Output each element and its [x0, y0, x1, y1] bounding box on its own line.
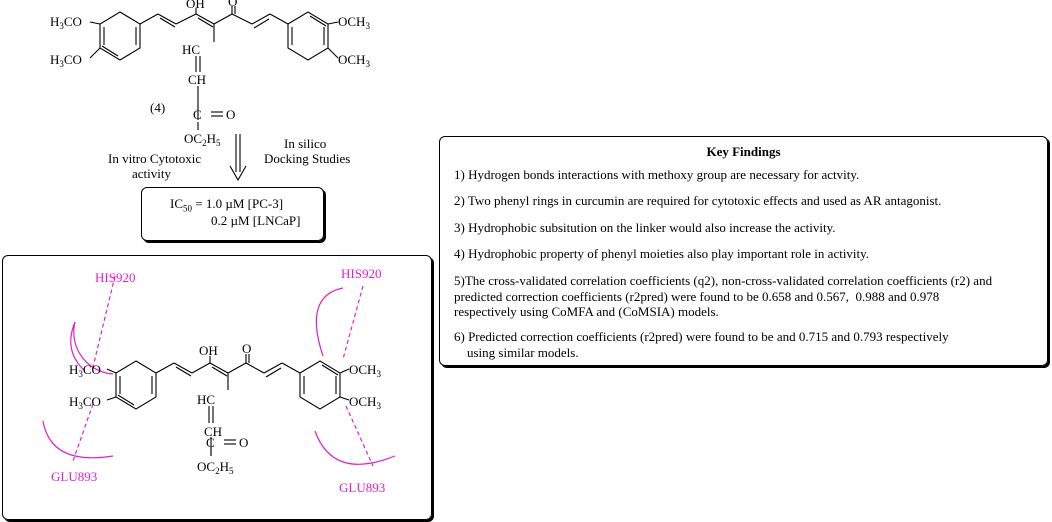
residue-glu893-left: GLU893: [51, 469, 98, 484]
oc2h5-label: OC2H5: [184, 131, 221, 148]
finding-2: 2) Two phenyl rings in curcumin are requ…: [454, 193, 942, 208]
finding-6: 6) Predicted correction coefficients (r2…: [454, 329, 949, 360]
method-in-silico: In silico: [284, 136, 327, 151]
compound-number: (4): [150, 100, 165, 115]
carbonyl-c-label: C: [206, 435, 215, 450]
hc-label: HC: [182, 42, 200, 57]
finding-3: 3) Hydrophobic subsitution on the linker…: [454, 220, 836, 235]
finding-5: 5)The cross-validated correlation coeffi…: [454, 273, 993, 319]
key-findings-box: Key Findings 1) Hydrogen bonds interacti…: [439, 136, 1048, 366]
h3co-label: H3CO: [50, 14, 82, 31]
docking-diagram-box: H3CO H3CO OCH3 OCH3 OH O HC CH C O OC2H5…: [2, 255, 432, 520]
method-docking: Docking Studies: [264, 151, 351, 166]
method-in-vitro-2: activity: [132, 166, 171, 181]
carbonyl-c-label: C: [193, 107, 202, 122]
oh-label: OH: [186, 0, 205, 11]
down-arrow-icon: [229, 134, 247, 182]
och3-label: OCH3: [349, 394, 381, 411]
ketone-o-label: O: [228, 0, 237, 9]
finding-1: 1) Hydrogen bonds interactions with meth…: [454, 167, 860, 182]
residue-his920-left: HIS920: [95, 270, 136, 285]
ch-label: CH: [188, 72, 206, 87]
residue-his920-right: HIS920: [341, 266, 382, 281]
method-in-vitro: In vitro Cytotoxic: [108, 151, 202, 166]
carbonyl-o-label: O: [226, 107, 235, 122]
och3-label: OCH3: [338, 52, 370, 69]
och3-label: OCH3: [349, 362, 381, 379]
h3co-label: H3CO: [69, 394, 101, 411]
docking-structure: H3CO H3CO OCH3 OCH3 OH O HC CH C O OC2H5: [42, 275, 396, 476]
finding-4: 4) Hydrophobic property of phenyl moieti…: [454, 246, 870, 261]
residue-glu893-right: GLU893: [339, 480, 386, 495]
ic50-box: IC50 = 1.0 µM [PC-3] 0.2 µM [LNCaP]: [141, 187, 324, 241]
ic50-line1: IC50 = 1.0 µM [PC-3]: [170, 196, 284, 214]
och3-label: OCH3: [338, 14, 370, 31]
oh-label: OH: [199, 343, 218, 358]
hc-label: HC: [197, 392, 215, 407]
carbonyl-o-label: O: [239, 435, 248, 450]
ketone-o-label: O: [242, 341, 251, 356]
ch-label: CH: [204, 424, 222, 439]
h3co-label: H3CO: [50, 52, 82, 69]
key-findings-title: Key Findings: [706, 144, 781, 159]
compound-4-structure: H3CO H3CO OCH3 OCH3 OH O HC CH C O OC2H5…: [50, 0, 370, 182]
ic50-line2: 0.2 µM [LNCaP]: [211, 213, 301, 228]
oc2h5-label: OC2H5: [197, 459, 234, 476]
h3co-label: H3CO: [69, 362, 101, 379]
